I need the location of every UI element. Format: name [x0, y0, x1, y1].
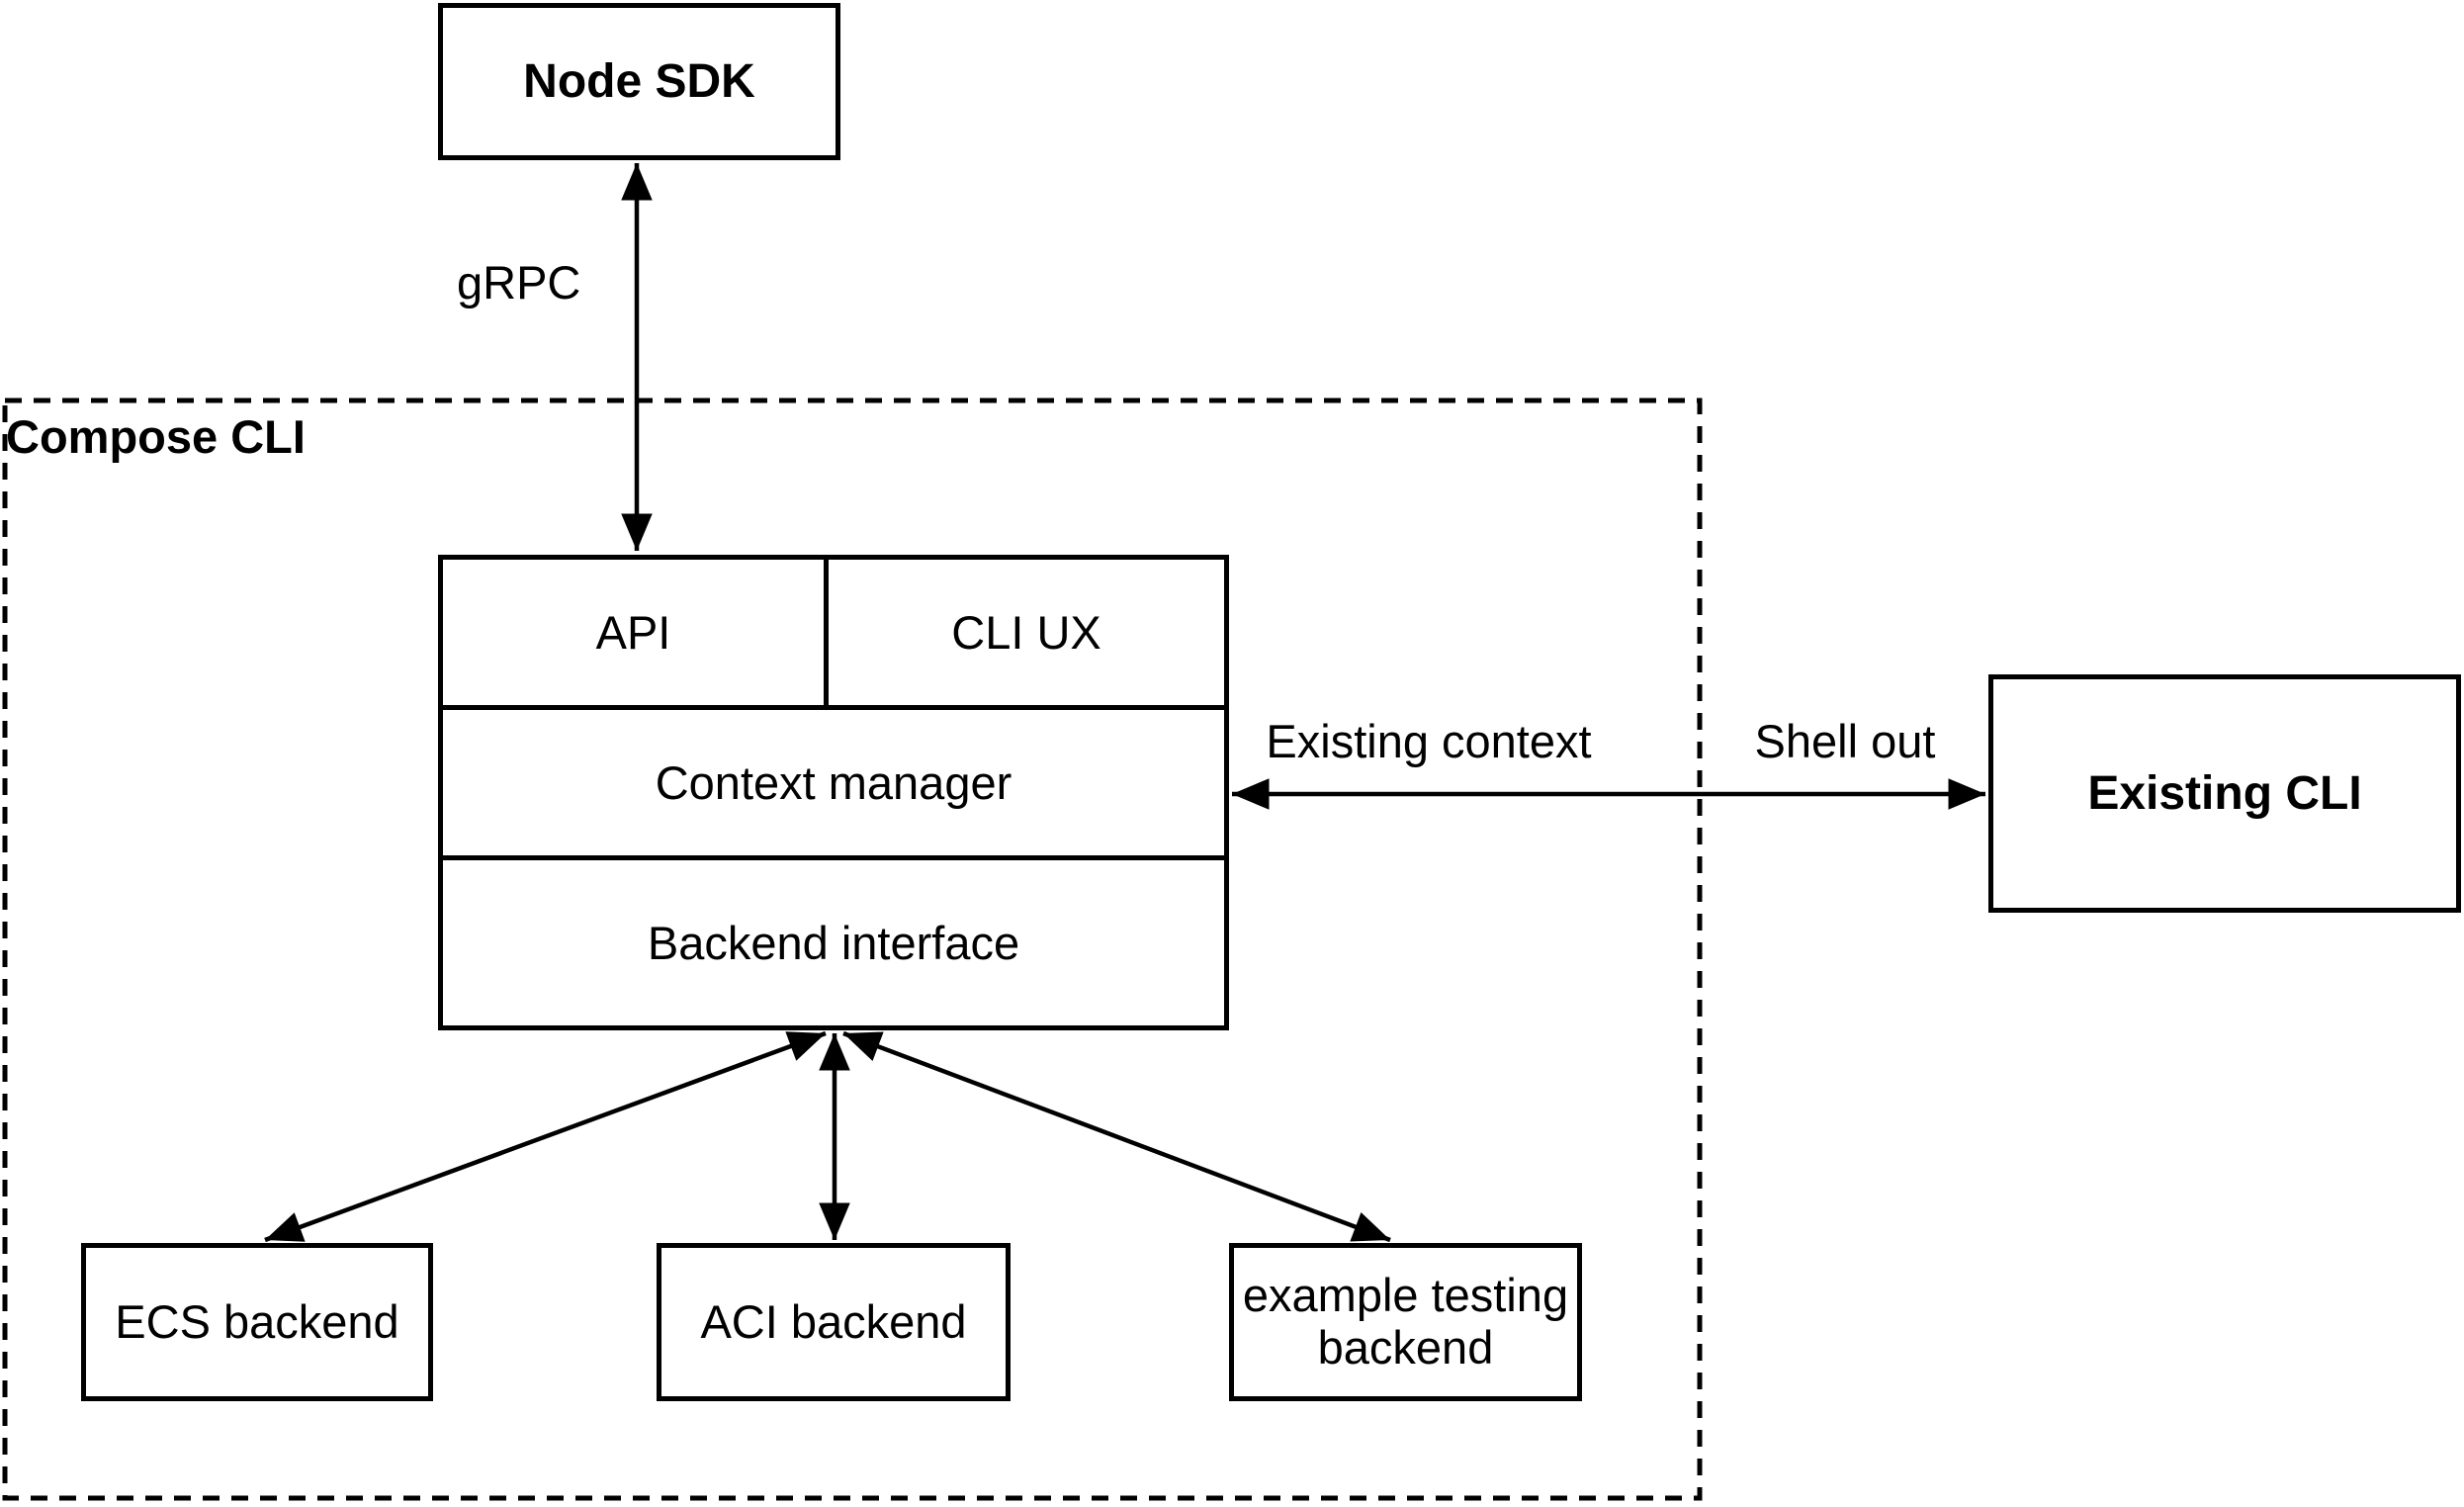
existing-cli-label: Existing CLI — [2087, 766, 2362, 820]
context-manager-row: Context manager — [443, 710, 1224, 860]
api-label: API — [595, 606, 671, 659]
backend-interface-row: Backend interface — [443, 860, 1224, 1025]
example-testing-backend-label: example testing backend — [1242, 1269, 1569, 1374]
fan-arrow-example-testing — [842, 1030, 1391, 1243]
aci-backend-box: ACI backend — [657, 1243, 1011, 1401]
aci-backend-label: ACI backend — [700, 1294, 967, 1348]
api-cell: API — [443, 560, 824, 705]
cli-ux-label: CLI UX — [951, 606, 1101, 659]
backend-interface-label: Backend interface — [647, 917, 1020, 969]
ecs-backend-box: ECS backend — [81, 1243, 433, 1401]
ecs-backend-label: ECS backend — [115, 1294, 399, 1348]
compose-cli-stack-box: API CLI UX Context manager Backend inter… — [438, 555, 1229, 1030]
backend-interface-cell: Backend interface — [443, 860, 1224, 1025]
node-sdk-box: Node SDK — [438, 3, 840, 160]
context-manager-cell: Context manager — [443, 710, 1224, 855]
cli-ux-cell: CLI UX — [824, 560, 1224, 705]
existing-context-edge-label: Existing context — [1266, 715, 1592, 767]
compose-cli-container-label: Compose CLI — [6, 410, 306, 463]
example-testing-backend-box: example testing backend — [1229, 1243, 1582, 1401]
fan-arrow-ecs — [264, 1030, 827, 1243]
existing-cli-box: Existing CLI — [1988, 674, 2461, 913]
node-sdk-label: Node SDK — [523, 54, 755, 108]
context-manager-label: Context manager — [655, 756, 1012, 809]
stack-top-row: API CLI UX — [443, 560, 1224, 710]
grpc-edge-label: gRPC — [457, 256, 581, 309]
shell-out-edge-label: Shell out — [1754, 715, 1936, 767]
